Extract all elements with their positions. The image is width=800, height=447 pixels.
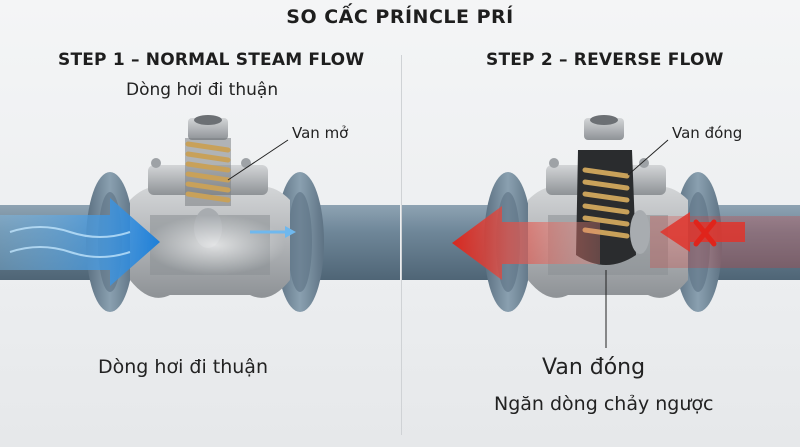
step1-caption: Dòng hơi đi thuận bbox=[98, 356, 268, 378]
left-valve bbox=[0, 115, 400, 312]
reverse-flow-arrow bbox=[452, 206, 600, 280]
left-spring bbox=[185, 138, 231, 206]
step2-title: STEP 2 – REVERSE FLOW bbox=[486, 50, 724, 70]
step1-callout: Van mở bbox=[292, 124, 349, 142]
step1-subtitle: Dòng hơi đi thuận bbox=[126, 80, 279, 100]
right-spring bbox=[582, 167, 630, 239]
step1-title: STEP 1 – NORMAL STEAM FLOW bbox=[58, 50, 365, 70]
panel-divider bbox=[401, 55, 402, 435]
page-title: SO CẤC PRÍNCLE PRÍ bbox=[286, 6, 514, 28]
forward-flow-arrow bbox=[0, 198, 160, 286]
right-valve bbox=[402, 115, 800, 348]
x-icon bbox=[693, 219, 717, 247]
right-callout-line bbox=[627, 139, 669, 176]
step2-caption-secondary: Ngăn dòng chảy ngược bbox=[494, 393, 714, 415]
right-disc bbox=[630, 210, 650, 254]
left-top-cap bbox=[188, 118, 228, 140]
step2-callout: Van đóng bbox=[672, 124, 743, 142]
step2-caption: Van đóng bbox=[542, 355, 646, 380]
left-callout-line bbox=[227, 139, 289, 181]
right-top-cap bbox=[584, 118, 624, 140]
